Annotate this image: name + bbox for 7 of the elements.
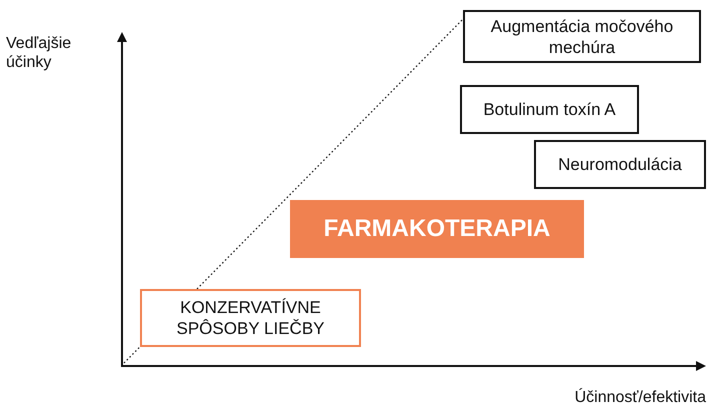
treatment-box: KONZERVATÍVNE SPÔSOBY LIEČBY xyxy=(140,289,361,347)
treatment-box: Neuromodulácia xyxy=(534,140,706,189)
treatment-box: FARMAKOTERAPIA xyxy=(290,200,584,258)
treatment-box: Augmentácia močového mechúra xyxy=(463,10,701,63)
axis-label: Účinnosť/efektivita xyxy=(574,388,706,407)
axis-label: Vedľajšie účinky xyxy=(6,34,72,72)
treatment-box: Botulinum toxín A xyxy=(460,85,639,134)
